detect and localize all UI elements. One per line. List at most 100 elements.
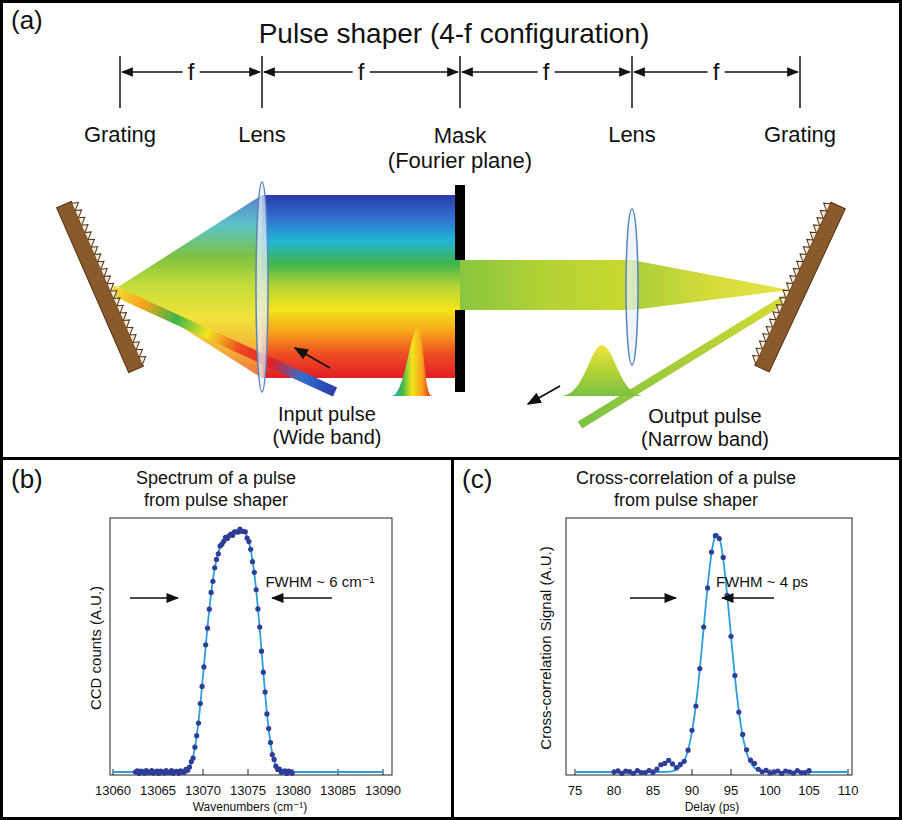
data-point [686, 748, 691, 753]
data-point [205, 626, 210, 631]
direction-arrow [295, 348, 330, 368]
data-point [252, 570, 257, 575]
cross-correlation-plot [566, 518, 852, 776]
axis-tick [731, 769, 732, 775]
axis-tick [692, 769, 693, 775]
plot-frame [566, 518, 852, 775]
grating-teeth [72, 201, 148, 365]
data-point [210, 579, 215, 584]
data-point [270, 752, 275, 757]
grating-teeth [750, 201, 830, 363]
tick-label: 85 [646, 784, 660, 799]
data-point [255, 606, 260, 611]
tick-label: 13060 [95, 784, 131, 799]
data-point [654, 767, 659, 772]
annotation: FWHM ~ 4 ps [716, 573, 808, 590]
pulse-label: Output pulse (Narrow band) [641, 405, 769, 451]
data-point [693, 703, 698, 708]
dimension-label: f [183, 58, 200, 86]
fwhm-arrow [722, 597, 774, 599]
lens [256, 182, 268, 392]
dispersed-spectrum [262, 195, 460, 378]
dimension-label: f [708, 58, 725, 86]
tick-label: 110 [838, 784, 859, 799]
mask [455, 310, 465, 392]
data-point [250, 559, 255, 564]
data-point [725, 593, 730, 598]
data-point [200, 684, 205, 689]
lens [626, 209, 638, 365]
input-beam [112, 290, 335, 392]
data-point [721, 555, 726, 560]
panel-letter: (b) [11, 464, 43, 495]
axis-title: Wavenumbers (cm⁻¹) [193, 801, 308, 815]
grating [57, 199, 149, 373]
axis-title: CCD counts (A.U.) [87, 586, 104, 710]
panel-letter: (c) [462, 464, 492, 495]
tick-label: 13080 [275, 784, 311, 799]
data-point [203, 642, 208, 647]
data-point [209, 590, 214, 595]
data-point [697, 666, 702, 671]
panel-title: Cross-correlation of a pulse from pulse … [576, 468, 796, 511]
annotation: FWHM ~ 6 cm⁻¹ [265, 573, 374, 590]
direction-arrow [528, 386, 560, 404]
tick-label: 13070 [185, 784, 221, 799]
grating-body [755, 202, 846, 372]
converging-beam [632, 260, 790, 310]
axis-tick [248, 769, 249, 775]
data-point [243, 529, 248, 534]
tick-label: 90 [685, 784, 699, 799]
data-point [248, 547, 253, 552]
axis-title: Cross-correlation Signal (A.U.) [537, 546, 554, 749]
fit-curve [113, 530, 383, 772]
data-point [728, 634, 733, 639]
data-point [194, 733, 199, 738]
data-point [207, 607, 212, 612]
dimension-bar [261, 56, 263, 108]
data-point [732, 673, 737, 678]
data-point [752, 761, 757, 766]
component-label: Lens [608, 122, 656, 147]
dimension-bar [119, 56, 121, 108]
data-point [264, 711, 269, 716]
tick-label: 13075 [230, 784, 266, 799]
data-point [666, 758, 671, 763]
panel-title: Pulse shaper (4-f configuration) [259, 17, 650, 51]
data-point [187, 764, 192, 769]
data-point [740, 732, 745, 737]
fwhm-arrow [272, 597, 332, 599]
data-point [744, 747, 749, 752]
data-point [246, 539, 251, 544]
filtered-beam [460, 260, 632, 310]
data-point [257, 624, 262, 629]
grating-body [57, 201, 144, 372]
tick-label: 105 [798, 784, 820, 799]
data-point [216, 551, 221, 556]
data-point [682, 759, 687, 764]
dimension-bar [799, 56, 801, 108]
data-point [670, 761, 675, 766]
data-point [689, 728, 694, 733]
data-point [263, 690, 268, 695]
tick-label: 13090 [365, 784, 401, 799]
spectrum-plot [110, 518, 392, 776]
data-point [266, 726, 271, 731]
data-point [268, 740, 273, 745]
pulse-label: Input pulse (Wide band) [273, 403, 382, 449]
tick-label: 80 [607, 784, 621, 799]
data-point [806, 768, 811, 773]
data-point [212, 565, 217, 570]
figure-panel: (c) Cross-correlation of a pulse from pul… [451, 457, 902, 820]
fwhm-arrow [130, 597, 178, 599]
dimension-label: f [538, 58, 555, 86]
data-point [701, 624, 706, 629]
panel-title: Spectrum of a pulse from pulse shaper [136, 468, 296, 511]
input-pulse [392, 328, 432, 396]
data-point [290, 771, 295, 776]
data-point [201, 664, 206, 669]
data-point [191, 755, 196, 760]
grating [749, 200, 845, 372]
data-point [198, 701, 203, 706]
data-point [214, 557, 219, 562]
